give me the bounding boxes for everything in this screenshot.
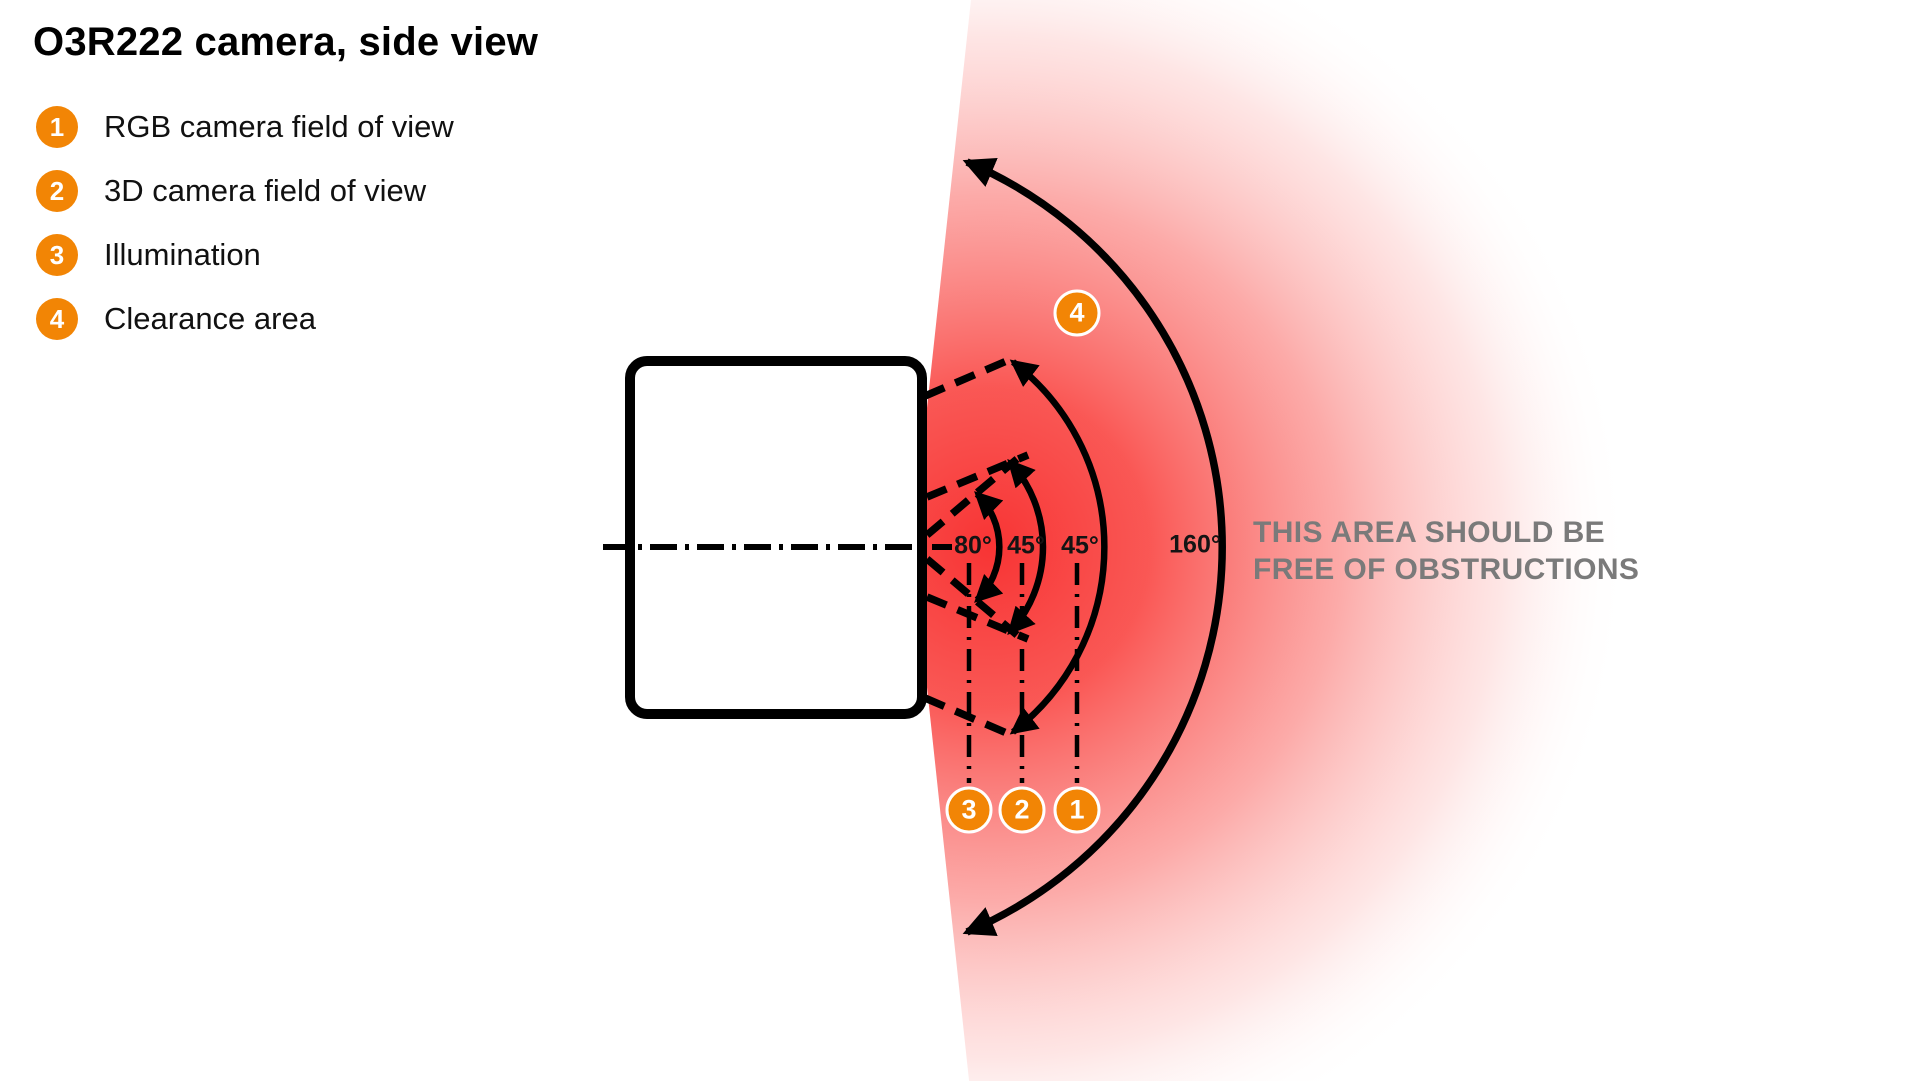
legend-label-3d-fov: 3D camera field of view [104,173,427,208]
legend-badge-3: 3 [36,234,78,276]
page-title: O3R222 camera, side view [33,20,539,64]
callout-badge-3d-2: 2 [998,786,1046,834]
legend-item-illumination: 3 Illumination [36,234,261,276]
legend-badge-4: 4 [36,298,78,340]
legend-item-clearance: 4 Clearance area [36,298,316,340]
illumination-fov-lower-dashed-line [924,556,1020,638]
clearance-note: THIS AREA SHOULD BE FREE OF OBSTRUCTIONS [1253,514,1639,588]
legend-badge-1: 1 [36,106,78,148]
legend-badge-2: 2 [36,170,78,212]
3d-fov-lower-dashed-line [925,593,1030,643]
angle-arc-45deg-rgb [1009,359,1108,735]
clearance-area-glow [912,0,1920,1081]
clearance-note-line1: THIS AREA SHOULD BE [1253,516,1606,549]
camera-body [625,356,927,719]
clearance-note-line2: FREE OF OBSTRUCTIONS [1253,553,1640,586]
legend-item-rgb-fov: 1 RGB camera field of view [36,106,454,148]
3d-fov-upper-dashed-line [925,451,1030,501]
legend-item-3d-fov: 2 3D camera field of view [36,170,426,212]
legend-label-illumination: Illumination [104,237,261,272]
legend-label-clearance: Clearance area [104,301,316,336]
angle-arc-160deg-clearance [962,157,1226,937]
callout-badge-rgb-1: 1 [1053,786,1101,834]
angle-label-rgb-45: 45° [1061,531,1099,560]
angle-label-illumination-80: 80° [954,531,992,560]
callout-badge-clearance-4: 4 [1053,289,1101,337]
angle-label-clearance-160: 160° [1169,530,1221,559]
legend-label-rgb-fov: RGB camera field of view [104,109,454,144]
illumination-fov-upper-dashed-line [924,456,1020,538]
angle-label-3d-45: 45° [1007,531,1045,560]
callout-badge-illumination-3: 3 [945,786,993,834]
